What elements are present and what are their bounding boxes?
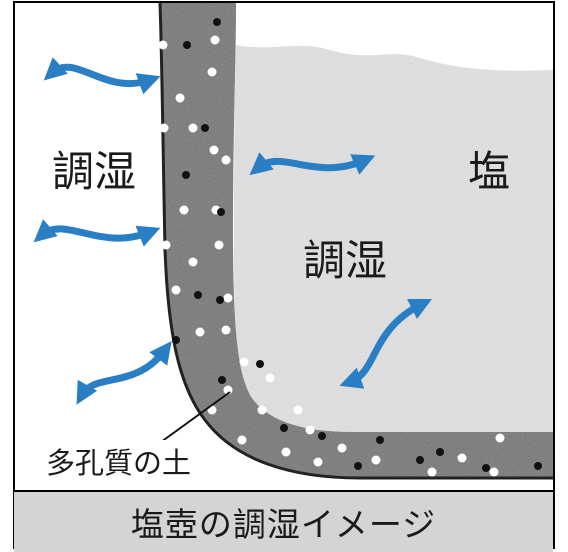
label-humidity-outer: 調湿: [52, 147, 137, 196]
label-humidity-inner: 調湿: [303, 236, 388, 285]
arrow-inner-low: [339, 298, 433, 389]
pore-dots-black: [172, 18, 542, 472]
arrow-inner-mid: [249, 152, 376, 176]
label-salt: 塩: [468, 147, 511, 196]
caption-text: 塩壺の調湿イメージ: [130, 505, 437, 544]
salt-mass: [234, 45, 553, 432]
pore-dots-white: [158, 35, 505, 477]
arrow-outer-low: [76, 341, 172, 405]
label-porous-soil: 多孔質の土: [44, 440, 194, 482]
caption-bar: 塩壺の調湿イメージ: [14, 490, 553, 552]
arrow-outer-top: [43, 57, 161, 95]
clay-wall: [160, 3, 553, 478]
moisture-arrows: [33, 57, 433, 405]
clay-wall-outer-edge: [158, 2, 553, 480]
arrow-outer-mid: [33, 219, 161, 247]
